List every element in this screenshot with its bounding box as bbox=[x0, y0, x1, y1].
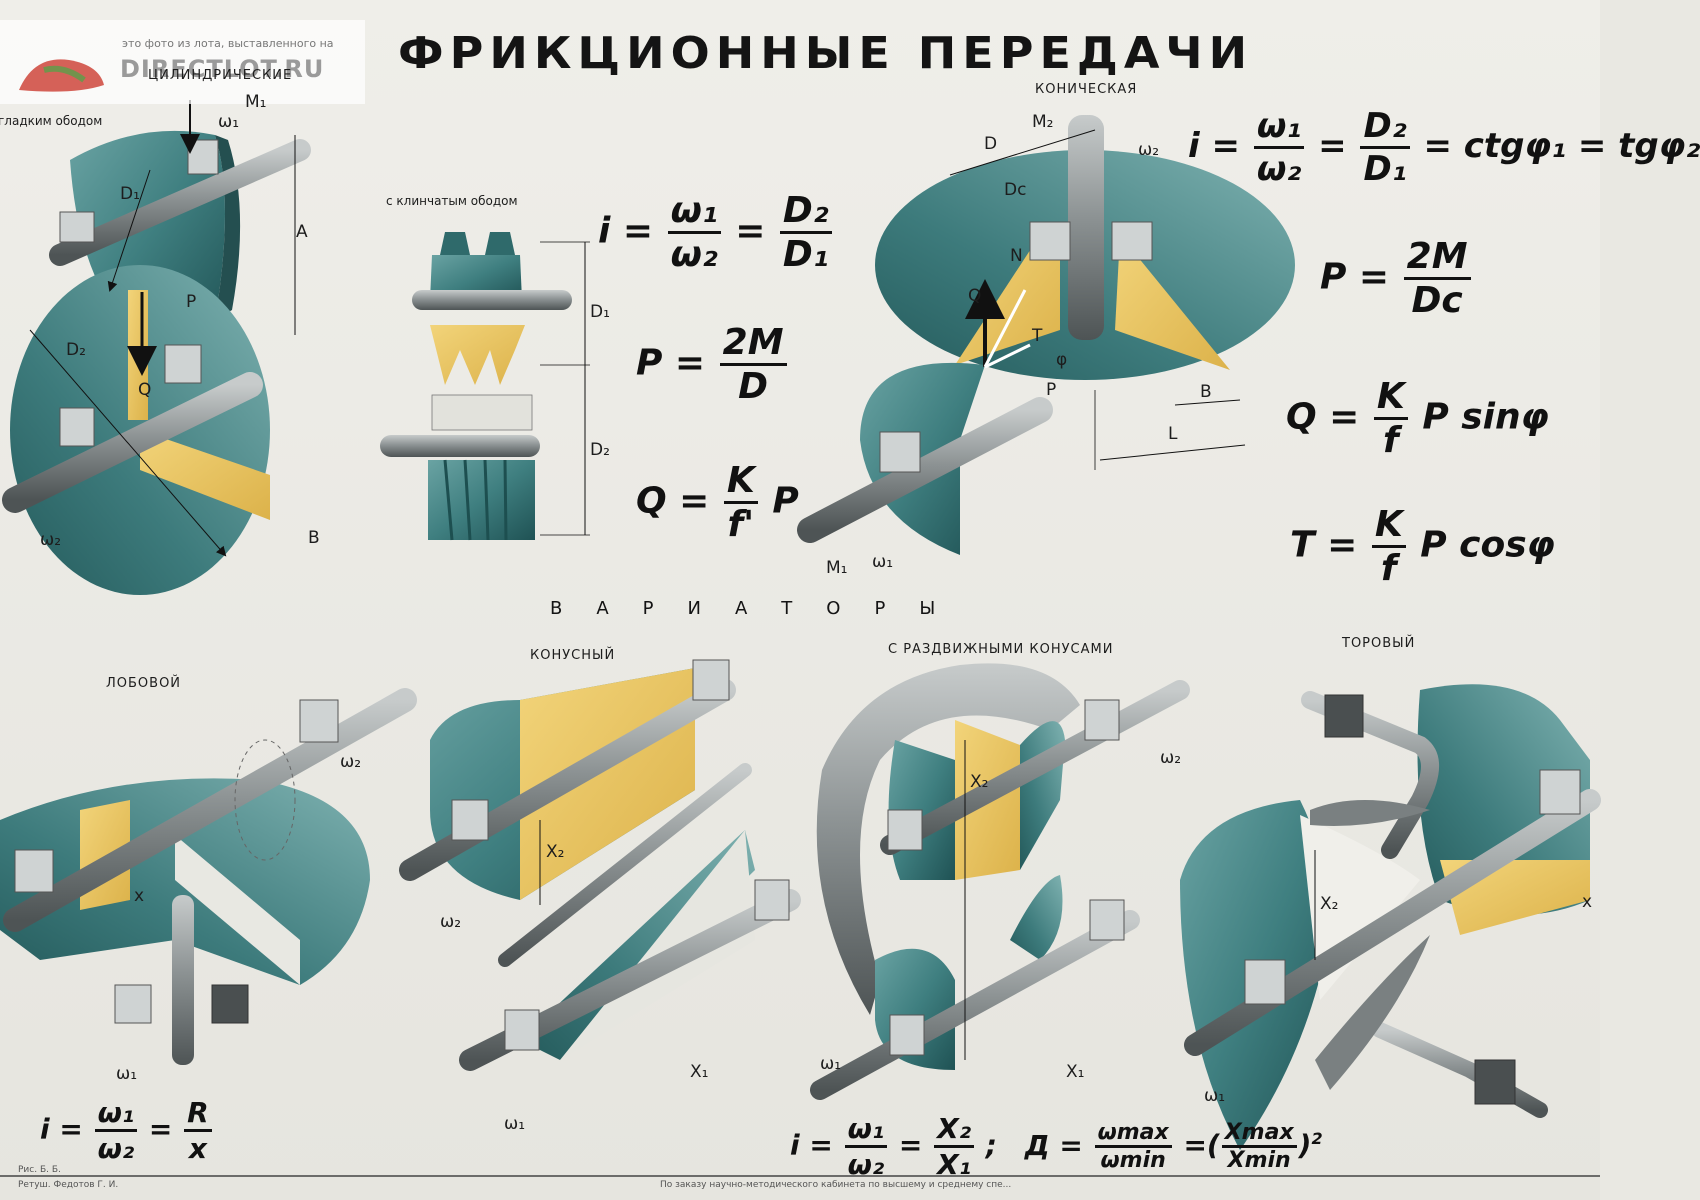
watermark-banner bbox=[0, 20, 365, 104]
symbol-w2: ω₂ bbox=[40, 530, 62, 550]
symbol-q: Q bbox=[138, 380, 152, 400]
cylindrical-smooth-drawing bbox=[2, 100, 311, 595]
label-variators: ВАРИАТОРЫ bbox=[550, 598, 970, 619]
symbol-cone-w2: ω₂ bbox=[1138, 140, 1160, 160]
label-face-variator: ЛОБОВОЙ bbox=[106, 676, 182, 691]
symbol-slide-w2: ω₂ bbox=[1160, 748, 1182, 768]
symbol-cone-dc: Dc bbox=[1004, 180, 1027, 200]
symbol-cone-var-w1: ω₁ bbox=[504, 1114, 526, 1134]
symbol-cone-d: D bbox=[984, 134, 998, 154]
symbol-wedge-d1: D₁ bbox=[590, 302, 610, 322]
watermark-logo-icon bbox=[19, 59, 104, 92]
symbol-cone-b: B bbox=[1200, 382, 1212, 402]
symbol-d2: D₂ bbox=[66, 340, 86, 360]
label-wedge-rim: с клинчатым ободом bbox=[386, 194, 518, 208]
symbol-cone-phi: φ bbox=[1056, 350, 1068, 370]
symbol-wedge-d2: D₂ bbox=[590, 440, 610, 460]
symbol-cone-l: L bbox=[1168, 424, 1178, 444]
face-variator-drawing bbox=[0, 688, 417, 1065]
label-cone-variator: КОНУСНЫЙ bbox=[530, 648, 616, 663]
symbol-slide-w1: ω₁ bbox=[820, 1054, 842, 1074]
symbol-face-x: x bbox=[134, 886, 145, 906]
symbol-cone-var-x1: X₁ bbox=[690, 1062, 709, 1082]
label-smooth-rim: гладким ободом bbox=[0, 114, 103, 128]
symbol-face-w2: ω₂ bbox=[340, 752, 362, 772]
symbol-a: A bbox=[296, 222, 308, 242]
symbol-d1: D₁ bbox=[120, 184, 140, 204]
symbol-cone-var-x2: X₂ bbox=[546, 842, 565, 862]
symbol-w1: ω₁ bbox=[218, 112, 240, 132]
symbol-cone-p: P bbox=[1046, 380, 1057, 400]
symbol-slide-x1: X₁ bbox=[1066, 1062, 1085, 1082]
symbol-b: B bbox=[308, 528, 320, 548]
conical-drawing bbox=[797, 115, 1295, 555]
symbol-cone-q: Q bbox=[968, 286, 982, 306]
symbol-cone-var-w2: ω₂ bbox=[440, 912, 462, 932]
watermark-note: это фото из лота, выставленного на bbox=[122, 37, 334, 50]
symbol-cone-m1: M₁ bbox=[826, 558, 848, 578]
sliding-cones-drawing bbox=[810, 663, 1190, 1100]
symbol-cone-m2: M₂ bbox=[1032, 112, 1054, 132]
poster-title: ФРИКЦИОННЫЕ ПЕРЕДАЧИ bbox=[398, 27, 1254, 79]
footer-credit-2: Ретуш. Федотов Г. И. bbox=[18, 1180, 119, 1190]
symbol-torus-x2: X₂ bbox=[1320, 894, 1339, 914]
symbol-face-w1: ω₁ bbox=[116, 1064, 138, 1084]
symbol-torus-x: x bbox=[1582, 892, 1593, 912]
label-cylindrical: ЦИЛИНДРИЧЕСКИЕ bbox=[148, 68, 293, 83]
symbol-cone-n: N bbox=[1010, 246, 1023, 266]
footer-credit-1: Рис. Б. Б. bbox=[18, 1165, 61, 1175]
label-sliding-cones: С РАЗДВИЖНЫМИ КОНУСАМИ bbox=[888, 642, 1114, 657]
label-conical: КОНИЧЕСКАЯ bbox=[1035, 82, 1138, 97]
symbol-cone-w1: ω₁ bbox=[872, 552, 894, 572]
cone-variator-drawing bbox=[399, 659, 801, 1071]
label-toroidal: ТОРОВЫЙ bbox=[1342, 636, 1416, 651]
symbol-cone-t: T bbox=[1032, 326, 1043, 346]
toroidal-drawing bbox=[1180, 684, 1601, 1150]
symbol-torus-w1: ω₁ bbox=[1204, 1086, 1226, 1106]
illustrations bbox=[0, 100, 1601, 1177]
watermark-brand: DIRECTLOT.RU bbox=[120, 55, 325, 83]
symbol-p: P bbox=[186, 292, 197, 312]
symbol-slide-x2: X₂ bbox=[970, 772, 989, 792]
wedge-rim-drawing bbox=[380, 232, 590, 541]
footer-note: По заказу научно-методического кабинета … bbox=[660, 1180, 1012, 1190]
symbol-m1: M₁ bbox=[245, 92, 267, 112]
